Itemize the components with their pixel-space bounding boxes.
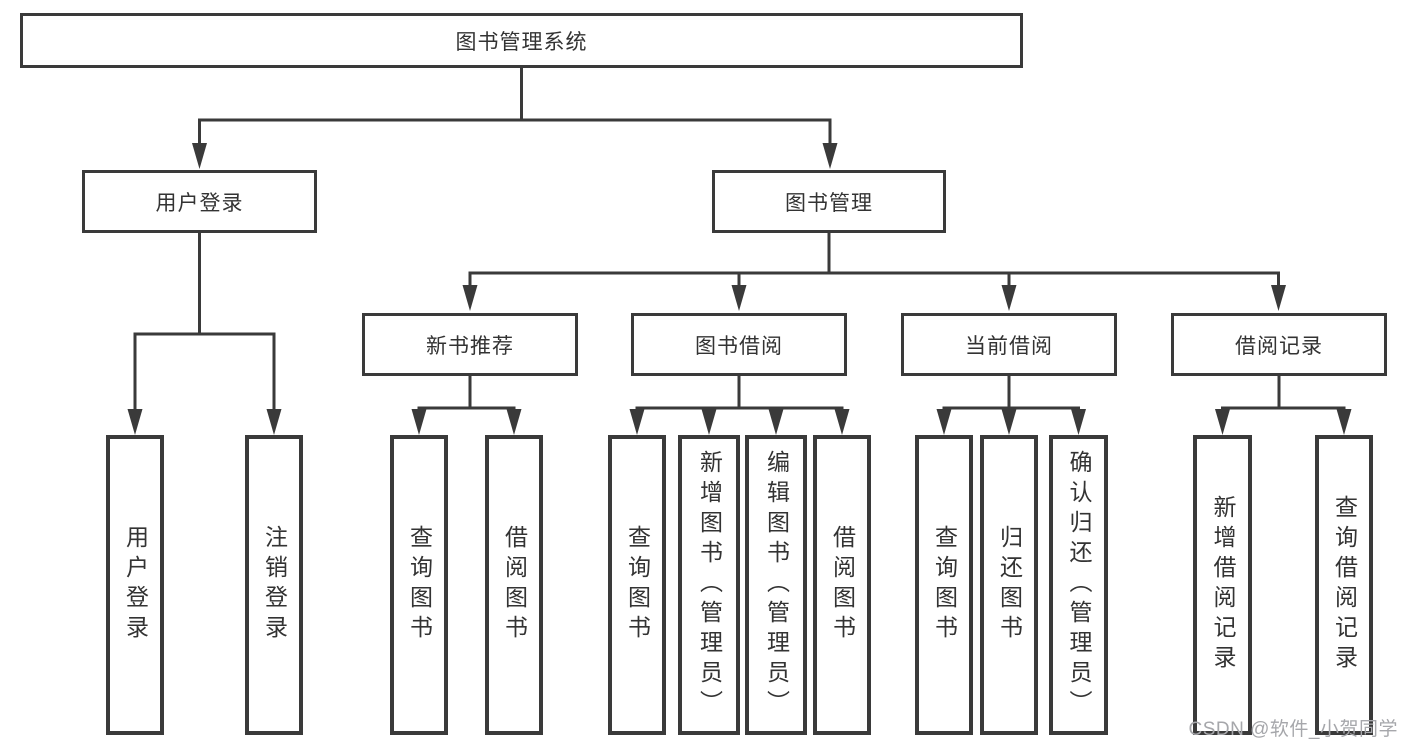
node-borrowing-records: 借阅记录: [1171, 313, 1387, 376]
arrowhead-leaf-9: [936, 409, 952, 435]
leaf-borrow-books-borrowing-label: 借阅图书: [829, 525, 856, 645]
arrowhead-leaf-5: [629, 409, 645, 435]
arrowhead-leaf-7: [768, 409, 784, 435]
leaf-edit-book-admin-label: 编辑图书（管理员）: [763, 450, 790, 720]
arrowhead-leaf-8: [834, 409, 850, 435]
arrowhead-leaf-6: [701, 409, 717, 435]
leaf-return-books-label: 归还图书: [996, 525, 1023, 645]
leaf-confirm-return-admin-label: 确认归还（管理员）: [1066, 450, 1092, 720]
node-user-login-label: 用户登录: [155, 191, 244, 215]
arrowhead-leaf-3: [411, 409, 427, 435]
leaf-return-books: 归还图书: [980, 435, 1038, 735]
node-new-book-recommend: 新书推荐: [362, 313, 578, 376]
leaf-query-books-borrowing-label: 查询图书: [624, 525, 651, 645]
arrowhead-to-currentborrow: [1001, 285, 1017, 311]
leaf-query-books-recommend-label: 查询图书: [406, 525, 433, 645]
arrowhead-leaf-13: [1336, 409, 1352, 435]
node-book-borrowing-label: 图书借阅: [695, 334, 783, 358]
leaf-add-book-admin-label: 新增图书（管理员）: [696, 450, 723, 720]
leaf-user-login-label: 用户登录: [122, 525, 149, 645]
arrowhead-to-user-login: [192, 143, 207, 169]
node-book-management-label: 图书管理: [785, 191, 873, 215]
node-borrowing-records-label: 借阅记录: [1235, 334, 1323, 358]
arrowhead-leaf-10: [1001, 409, 1017, 435]
leaf-query-borrow-record-label: 查询借阅记录: [1331, 495, 1358, 675]
node-current-borrowing: 当前借阅: [901, 313, 1117, 376]
leaf-borrow-books-recommend: 借阅图书: [485, 435, 543, 735]
leaf-logout: 注销登录: [245, 435, 303, 735]
arrowhead-to-book-mgmt: [822, 143, 838, 169]
leaf-borrow-books-recommend-label: 借阅图书: [501, 525, 528, 645]
arrowhead-leaf-11: [1071, 409, 1086, 435]
leaf-query-books-borrowing: 查询图书: [608, 435, 666, 735]
arrowhead-leaf-4: [506, 409, 522, 435]
leaf-query-books-current: 查询图书: [915, 435, 973, 735]
arrowhead-to-borrowrecords: [1271, 285, 1286, 311]
leaf-add-borrow-record-label: 新增借阅记录: [1210, 495, 1236, 675]
node-new-book-recommend-label: 新书推荐: [426, 334, 514, 358]
node-book-borrowing: 图书借阅: [631, 313, 847, 376]
arrowhead-to-newbook: [462, 285, 478, 311]
leaf-query-books-recommend: 查询图书: [390, 435, 448, 735]
leaf-query-borrow-record: 查询借阅记录: [1315, 435, 1373, 735]
csdn-watermark: CSDN @软件_小贺同学: [1188, 719, 1398, 740]
leaf-confirm-return-admin: 确认归还（管理员）: [1049, 435, 1108, 735]
leaf-edit-book-admin: 编辑图书（管理员）: [745, 435, 807, 735]
leaf-logout-label: 注销登录: [261, 525, 288, 645]
leaf-query-books-current-label: 查询图书: [931, 525, 958, 645]
leaf-user-login: 用户登录: [106, 435, 164, 735]
leaf-add-book-admin: 新增图书（管理员）: [678, 435, 740, 735]
arrowhead-leaf-12: [1215, 409, 1230, 435]
leaf-add-borrow-record: 新增借阅记录: [1193, 435, 1252, 735]
node-root-label: 图书管理系统: [455, 30, 588, 54]
arrowhead-leaf-2: [266, 409, 282, 435]
arrowhead-leaf-1: [127, 409, 143, 435]
arrowhead-to-bookborrow: [731, 285, 747, 311]
node-current-borrowing-label: 当前借阅: [965, 334, 1053, 358]
node-book-management: 图书管理: [712, 170, 946, 233]
leaf-borrow-books-borrowing: 借阅图书: [813, 435, 871, 735]
node-root-library-system: 图书管理系统: [20, 13, 1023, 68]
node-user-login: 用户登录: [82, 170, 317, 233]
